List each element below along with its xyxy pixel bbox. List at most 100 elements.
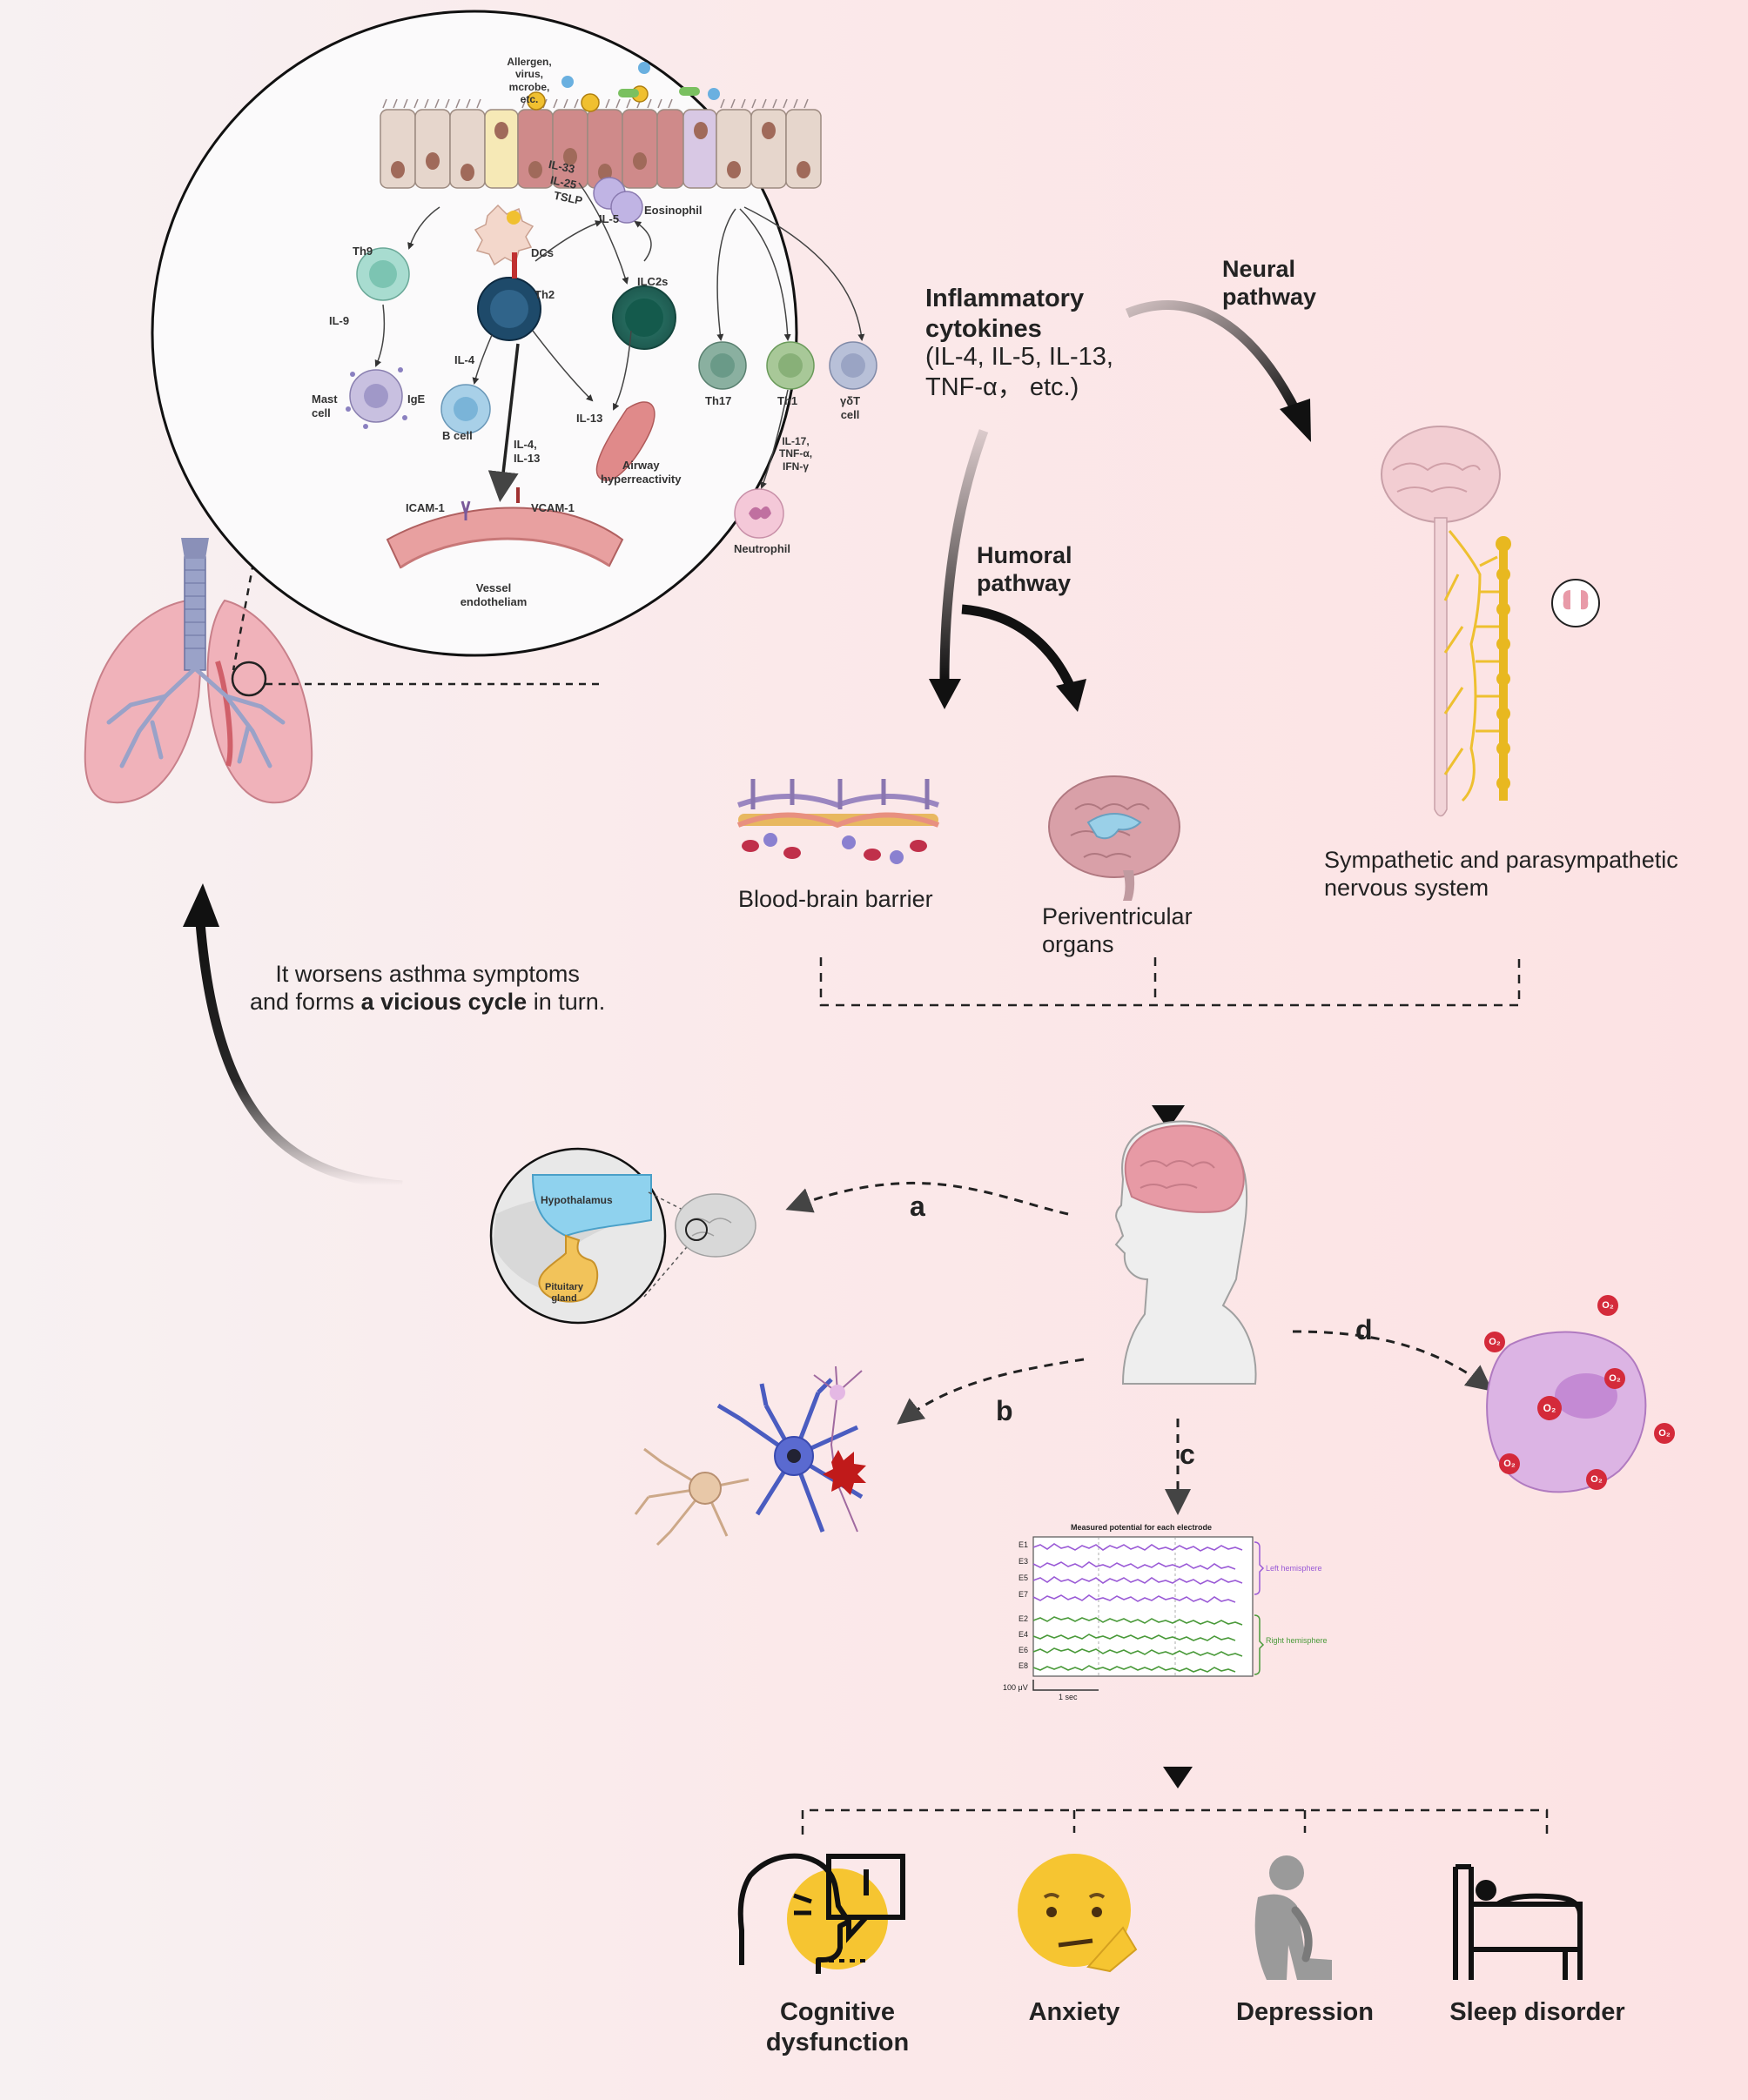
mast-cell-label: Mast cell (312, 392, 338, 419)
neutrophil-label: Neutrophil (734, 542, 790, 555)
eeg-channel-e2: E2 (1019, 1614, 1029, 1623)
th1-cytokines-line3: IFN-γ (783, 460, 810, 473)
allergen-label-line2: virus, (514, 68, 543, 81)
ros-star: O₂ (1537, 1396, 1562, 1420)
eeg-channel-e7: E7 (1019, 1590, 1029, 1599)
ige-label: IgE (407, 392, 426, 406)
airway-label-line1: Airway (622, 459, 660, 472)
neural-pathway-line1: Neural (1222, 256, 1296, 282)
il13-label: IL-13 (576, 412, 603, 425)
inflammatory-cytokines-title: Inflammatory cytokines (925, 284, 1084, 345)
il4-il13-label: IL-4, IL-13 (514, 438, 540, 465)
vessel-label-line2: endotheliam (460, 594, 528, 608)
sleep-disorder-icon (1453, 1864, 1583, 1980)
th2-label: Th2 (534, 288, 555, 301)
eeg-voltage-scale: 100 μV (1003, 1683, 1028, 1692)
humoral-pathway-label: Humoral pathway (977, 541, 1072, 598)
cytokine-list-line2: TNF-α， etc.) (925, 372, 1079, 401)
hypothalamus-label: Hypothalamus (541, 1194, 613, 1206)
humoral-pathway-line2: pathway (977, 570, 1072, 597)
dcs-label: DCs (531, 246, 555, 259)
periventricular-organs-label: Periventricular organs (1042, 902, 1193, 959)
outcome-anxiety: Anxiety (1028, 1998, 1120, 2026)
outcome-cognitive-line1: Cognitive (779, 1998, 896, 2026)
th9-label: Th9 (353, 245, 373, 258)
lungs-illustration (84, 538, 313, 804)
mast-cell-label-line2: cell (312, 406, 331, 419)
anxiety-icon (1018, 1854, 1138, 1973)
outcome-cognitive-dysfunction: Cognitive dysfunction (759, 1997, 916, 2058)
mechanism-b-label: b (996, 1395, 1013, 1426)
neural-pathway-label: Neural pathway (1222, 255, 1316, 312)
outcome-cognitive-line2: dysfunction (765, 2028, 910, 2056)
human-head-illustration (1114, 1120, 1257, 1385)
mechanism-c-label: c (1180, 1439, 1195, 1470)
th17-label: Th17 (705, 394, 732, 407)
vicious-cycle-line2: and forms a vicious cycle in turn. (250, 988, 605, 1016)
inflammatory-cytokines-list: (IL-4, IL-5, IL-13, TNF-α， etc.) (925, 342, 1113, 403)
periventricular-line1: Periventricular (1042, 903, 1193, 929)
autonomic-line2: nervous system (1324, 875, 1489, 902)
eeg-channel-e8: E8 (1019, 1661, 1029, 1670)
inflammatory-title-line1: Inflammatory (925, 285, 1085, 312)
cognitive-dysfunction-icon (737, 1853, 905, 1974)
neurons-illustration (634, 1365, 866, 1546)
inflammatory-title-line2: cytokines (925, 314, 1042, 343)
allergen-label: Allergen, virus, mcrobe, etc. (503, 56, 555, 106)
periventricular-brain (1048, 775, 1180, 901)
icam-label: ICAM-1 (406, 501, 445, 514)
cytokine-list-line1: (IL-4, IL-5, IL-13, (925, 343, 1113, 371)
pituitary-gland-label: Pituitary gland (545, 1282, 583, 1305)
il4-label: IL-4 (454, 353, 475, 366)
eeg-title: Measured potential for each electrode (1071, 1523, 1213, 1532)
eosinophil-label: Eosinophil (644, 204, 703, 217)
autonomic-nervous-system-label: Sympathetic and parasympathetic nervous … (1324, 846, 1678, 902)
mechanism-d-label: d (1355, 1314, 1373, 1345)
th1-cytokines-label: IL-17, TNF-α, IFN-γ (779, 435, 812, 473)
il9-label: IL-9 (329, 314, 350, 327)
pituitary-line1: Pituitary (545, 1282, 584, 1292)
th1-cytokines-line2: TNF-α, (779, 447, 813, 460)
vicious-cycle-line1: It worsens asthma symptoms (275, 961, 580, 987)
blood-brain-barrier-label: Blood-brain barrier (738, 886, 933, 912)
autonomic-line1: Sympathetic and parasympathetic (1324, 847, 1678, 873)
eeg-chart (1032, 1536, 1265, 1691)
periventricular-line2: organs (1042, 931, 1114, 958)
th1-cytokines-line1: IL-17, (782, 435, 810, 447)
eeg-channel-e6: E6 (1019, 1646, 1029, 1654)
depression-icon (1254, 1855, 1332, 1980)
il4-il13-label-line1: IL-4, (514, 438, 537, 451)
humoral-pathway-line1: Humoral (977, 542, 1072, 568)
allergen-label-line3: mcrobe, etc. (508, 80, 550, 106)
th1-label: Th1 (777, 394, 798, 407)
vessel-label-line1: Vessel (475, 581, 512, 594)
vcam-label: VCAM-1 (531, 501, 575, 514)
il4-il13-label-line2: IL-13 (514, 451, 541, 465)
eeg-time-scale: 1 sec (1059, 1693, 1078, 1701)
mast-cell-label-line1: Mast (312, 392, 338, 406)
pituitary-line2: gland (551, 1293, 577, 1305)
ros-star: O₂ (1604, 1368, 1625, 1389)
allergen-label-line1: Allergen, (507, 56, 552, 68)
ros-star: O₂ (1499, 1453, 1520, 1474)
b-cell-label: B cell (442, 429, 473, 442)
airway-label-line2: hyperreactivity (601, 472, 682, 486)
eeg-channel-e5: E5 (1019, 1573, 1029, 1582)
outcome-bracket (801, 1808, 1549, 1835)
cycle-text-post: in turn. (527, 989, 606, 1016)
ros-star: O₂ (1654, 1423, 1675, 1444)
eeg-channel-e3: E3 (1019, 1557, 1029, 1566)
airway-inflammation-circle (151, 10, 877, 657)
ros-star: O₂ (1586, 1469, 1607, 1490)
vessel-label: Vessel endotheliam (446, 581, 541, 608)
eeg-channel-e1: E1 (1019, 1540, 1029, 1549)
airway-hyperreactivity-label: Airway hyperreactivity (601, 459, 682, 486)
mechanism-a-label: a (910, 1191, 925, 1222)
eeg-left-hemisphere-label: Left hemisphere (1266, 1564, 1322, 1573)
gdt-cell-label: γδT cell (840, 394, 860, 421)
gdt-label-line2: cell (840, 407, 860, 421)
brain-spinal-cord-illustration (1381, 426, 1600, 817)
ilc2s-label: ILC2s (637, 275, 669, 288)
